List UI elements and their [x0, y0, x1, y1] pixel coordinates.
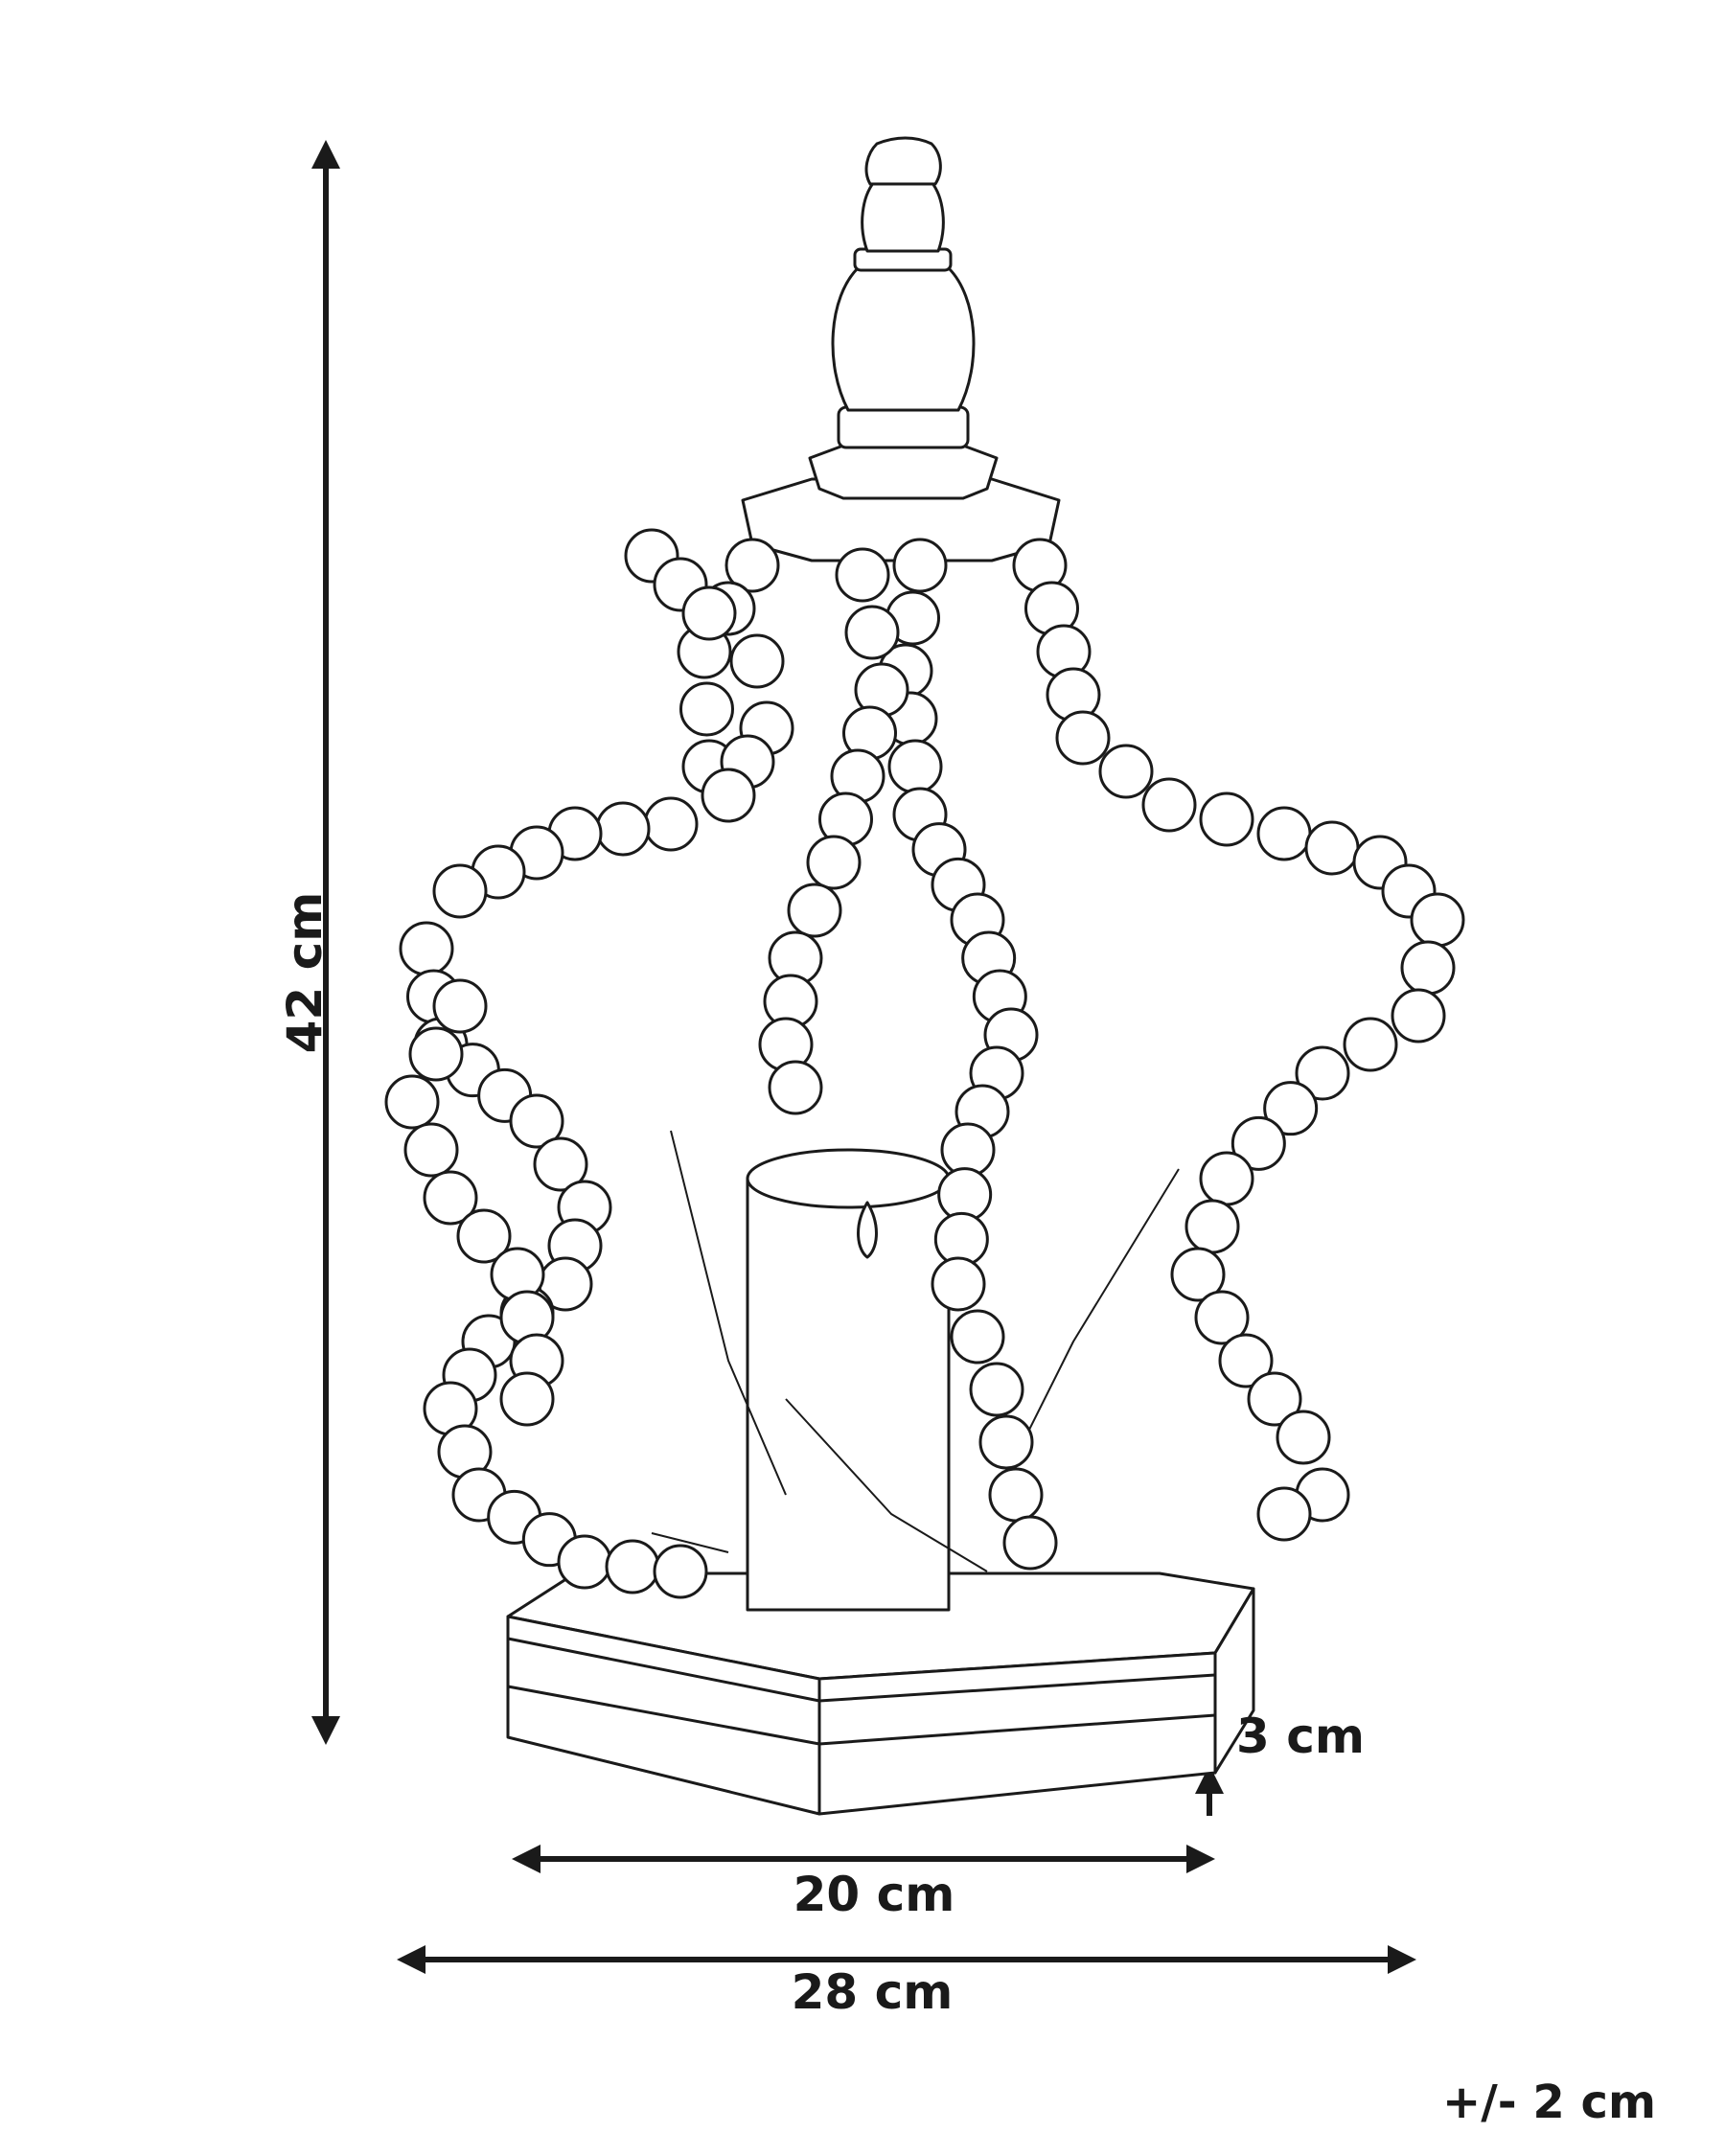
- wooden-bead: [403, 1122, 459, 1178]
- wooden-bead: [1256, 1486, 1312, 1542]
- wooden-bead: [432, 863, 488, 919]
- wooden-bead: [681, 585, 737, 641]
- wooden-bead: [533, 1136, 588, 1192]
- wooden-bead: [399, 921, 454, 976]
- wooden-bead: [701, 768, 756, 823]
- bead-strands: [384, 528, 1465, 1599]
- wooden-bead: [456, 1208, 512, 1264]
- wooden-bead: [988, 1467, 1044, 1523]
- wooden-bead: [724, 538, 780, 593]
- wooden-bead: [509, 1093, 564, 1149]
- wooden-bead: [1170, 1247, 1226, 1302]
- wooden-bead: [1304, 820, 1360, 876]
- wooden-bead: [1295, 1045, 1350, 1101]
- wooden-bead: [1055, 710, 1111, 766]
- wooden-bead: [969, 1362, 1024, 1417]
- wooden-bead: [1218, 1333, 1274, 1388]
- wooden-bead: [1194, 1290, 1250, 1345]
- wooden-bead: [1276, 1410, 1331, 1465]
- hexagon-base: [506, 1571, 1255, 1816]
- crown-finial: [741, 136, 1061, 562]
- wooden-bead: [557, 1534, 612, 1590]
- wooden-bead: [787, 883, 842, 938]
- base-width-label: 20 cm: [793, 1867, 955, 1922]
- wooden-bead: [643, 796, 699, 852]
- dimension-arrows: [311, 140, 1416, 1974]
- wooden-bead: [768, 1060, 823, 1115]
- wooden-bead: [931, 1256, 986, 1312]
- wooden-bead: [887, 739, 943, 794]
- height-label: 42 cm: [277, 891, 333, 1054]
- wooden-bead: [892, 538, 948, 593]
- wooden-bead: [1184, 1199, 1240, 1254]
- wooden-bead: [835, 547, 890, 603]
- wooden-bead: [679, 681, 734, 737]
- wooden-bead: [729, 633, 785, 689]
- wooden-bead: [1391, 988, 1446, 1044]
- wooden-bead: [1410, 892, 1465, 948]
- wooden-bead: [653, 1544, 708, 1599]
- wooden-bead: [1199, 1151, 1254, 1206]
- wooden-bead: [1256, 806, 1312, 861]
- tolerance-label: +/- 2 cm: [1442, 2076, 1656, 2129]
- wooden-bead: [1343, 1017, 1398, 1072]
- wooden-bead: [950, 1309, 1005, 1365]
- wooden-bead: [844, 605, 900, 660]
- wooden-bead: [1141, 777, 1197, 833]
- wooden-bead: [1263, 1081, 1319, 1136]
- wooden-bead: [1400, 940, 1456, 996]
- wooden-bead: [605, 1539, 660, 1594]
- wooden-bead: [806, 835, 862, 890]
- wooden-bead: [1247, 1371, 1302, 1427]
- pillar-candle: [746, 1148, 951, 1612]
- wooden-bead: [408, 1026, 464, 1082]
- wooden-bead: [978, 1414, 1034, 1470]
- wooden-bead: [499, 1371, 555, 1427]
- wooden-bead: [423, 1170, 478, 1226]
- wooden-bead: [1199, 791, 1254, 847]
- wooden-bead: [1002, 1515, 1058, 1571]
- wooden-bead: [1098, 744, 1154, 799]
- wooden-bead: [595, 801, 651, 857]
- wooden-bead: [432, 978, 488, 1034]
- base-height-label: 3 cm: [1236, 1709, 1365, 1764]
- wooden-bead: [384, 1074, 440, 1130]
- total-width-label: 28 cm: [791, 1964, 954, 2020]
- product-illustration: [506, 136, 1255, 1816]
- wooden-bead: [1230, 1115, 1286, 1171]
